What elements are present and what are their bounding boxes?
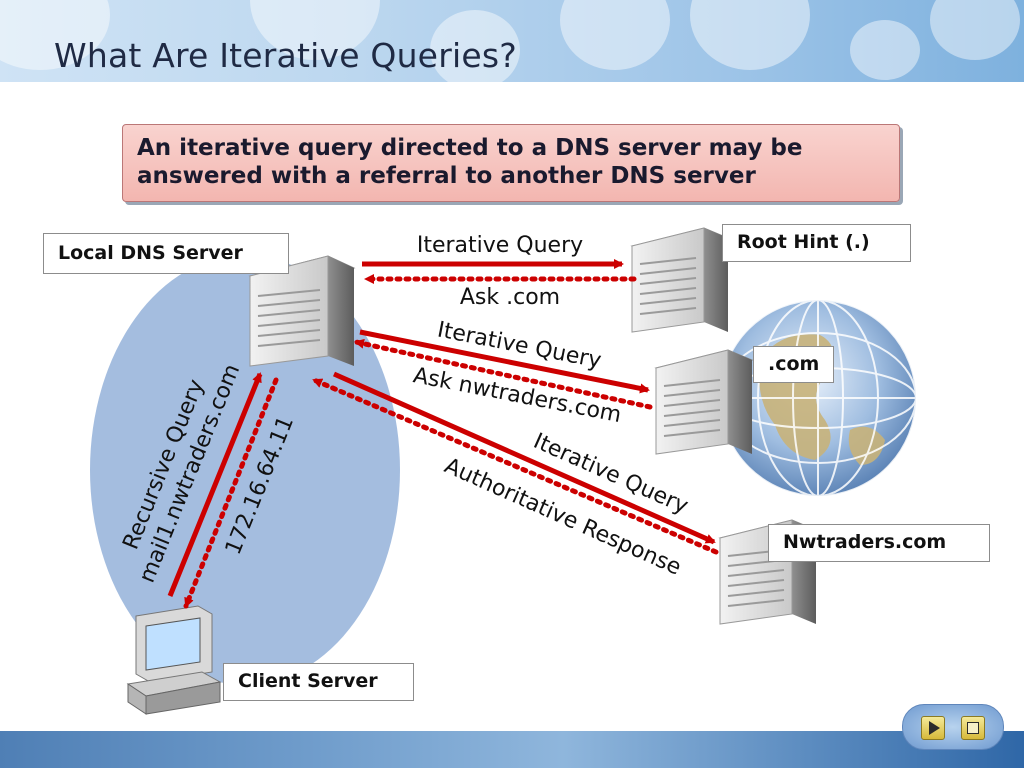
local-dns-label: Local DNS Server	[43, 233, 289, 274]
client-server-label: Client Server	[223, 663, 414, 701]
slide-navigation	[902, 704, 1004, 750]
nwtraders-label: Nwtraders.com	[768, 524, 990, 562]
stop-icon[interactable]	[961, 716, 985, 740]
network-oval	[90, 255, 400, 685]
page-title: What Are Iterative Queries?	[54, 36, 517, 75]
label-com-reply: Ask nwtraders.com	[411, 363, 623, 428]
arrow-nwtraders-reply	[311, 377, 719, 555]
header-band	[0, 0, 1024, 82]
arrow-com-reply	[353, 338, 653, 410]
arrow-recursive-query	[167, 372, 263, 597]
com-label: .com	[753, 346, 834, 383]
footer-band	[0, 731, 1024, 768]
com-server-icon	[654, 349, 754, 455]
arrow-client-reply	[183, 377, 279, 609]
label-root-reply: Ask .com	[460, 285, 560, 310]
root-hint-label: Root Hint (.)	[722, 224, 911, 262]
arrow-nwtraders-query	[332, 371, 716, 545]
arrow-com-query	[359, 329, 650, 394]
play-icon[interactable]	[921, 716, 945, 740]
callout-box: An iterative query directed to a DNS ser…	[122, 124, 900, 202]
client-computer-icon	[126, 605, 222, 715]
root-hint-server-icon	[630, 227, 730, 333]
label-root-query: Iterative Query	[417, 233, 583, 258]
local-dns-server-icon	[248, 255, 356, 367]
